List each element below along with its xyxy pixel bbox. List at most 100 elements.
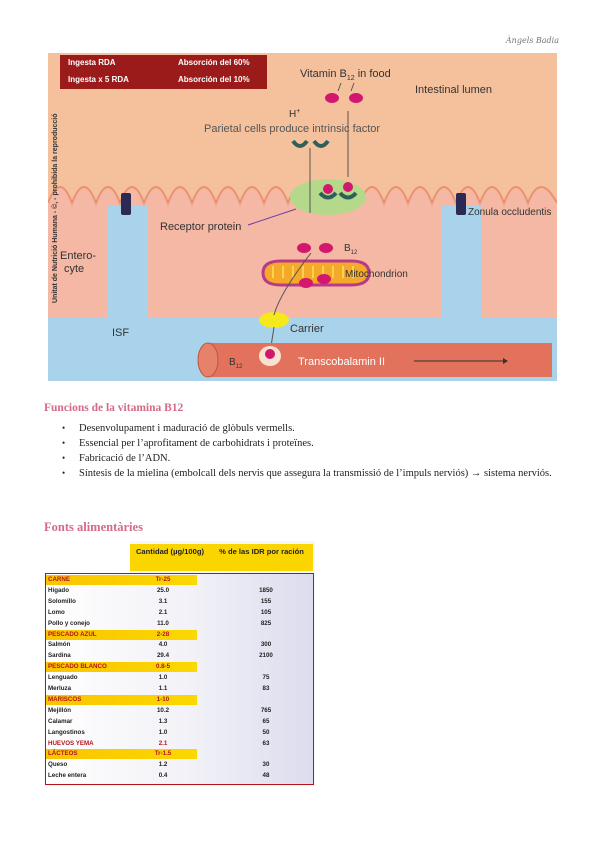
food-cell: Lenguado [48,674,78,682]
table-row: Mejillón 10.2 765 [46,706,312,716]
amount-cell: 11.0 [157,619,169,627]
b12-molecule [325,93,339,103]
rda5-label: Ingesta x 5 RDA [68,75,129,84]
idr-cell: 75 [262,674,270,682]
food-cell: Hígado [48,586,69,594]
enterocyte-label-1: Entero- [60,250,96,262]
category-name: PESCADO AZUL [48,630,97,638]
functions-title: Funcions de la vitamina B12 [44,402,184,414]
idr-cell: 300 [260,641,272,649]
food-cell: Queso [48,761,68,769]
header-idr: % de las IDR por ración [210,544,313,571]
amount-cell: 29.4 [156,652,170,660]
functions-list: Desenvolupament i maduració de glòbuls v… [62,421,562,481]
category-name: HUEVOS YEMA [48,739,94,747]
food-cell: Leche entera [48,772,87,780]
amount-cell: 3.1 [158,597,168,605]
food-cell: Langostinos [48,728,85,736]
b12-label: B12 [344,243,358,256]
category-range: Tr-1.5 [154,750,172,758]
amount-cell: 1.3 [158,717,168,725]
idr-cell: 765 [260,706,272,714]
food-cell: Mejillón [48,706,72,714]
rda-value: Absorción del 60% [178,58,250,67]
table-row: Lomo 2.1 105 [46,608,312,618]
mitochondrion-label: Mitochondrion [345,269,408,280]
author-signature: Àngels Badia [505,36,559,45]
sources-title: Fonts alimentàries [44,520,143,534]
copyright-side-text: Unitat de Nutrició Humana - ©, - prohibi… [51,113,59,303]
list-item: Desenvolupament i maduració de glòbuls v… [62,421,562,436]
b12-molecule [343,182,353,192]
amount-cell: 4.0 [158,641,168,649]
category-name: PESCADO BLANCO [48,663,107,671]
tight-junction-left [121,193,131,215]
amount-cell: 1.1 [158,685,168,692]
amount-cell: 1.2 [158,761,168,769]
carrier-label: Carrier [290,323,324,335]
list-item: Fabricació de l’ADN. [62,451,562,466]
idr-cell: 83 [262,685,270,692]
table-row: Sardina 29.4 2100 [46,651,312,661]
b12-molecule [349,93,363,103]
food-sources-table: Cantidad (µg/100g) % de las IDR por raci… [44,541,315,786]
table-row: Queso 1.2 30 [46,760,312,770]
list-item: Síntesis de la mielina (embolcall dels n… [62,466,562,481]
food-cell: Lomo [48,608,65,616]
zonula-label: Zonula occludentis [468,207,551,218]
idr-cell: 155 [260,597,272,605]
intrinsic-factor [312,139,330,148]
b12-molecule [299,278,313,288]
intestinal-lumen-label: Intestinal lumen [415,84,492,96]
b12-molecule [297,243,311,253]
idr-cell: 2100 [259,652,273,660]
idr-cell: 825 [260,619,272,627]
parietal-label: Parietal cells produce intrinsic factor [204,123,380,135]
idr-cell: 105 [260,608,272,616]
carrier [259,312,289,328]
receptor-label: Receptor protein [160,221,241,233]
enterocyte-label-2: cyte [64,263,84,275]
rda-label: Ingesta RDA [68,58,116,67]
rda-legend [60,55,267,89]
food-cell: Salmón [48,641,71,649]
category-range: 2-28 [156,630,170,638]
category-row: LÁCTEOS Tr-1.5 [46,749,197,760]
idr-cell: 50 [262,728,270,736]
amount-cell: 2.1 [158,608,168,616]
amount-cell: 0.4 [158,772,168,780]
category-row: CARNE Tr-25 [46,575,197,585]
food-cell: Sardina [48,652,71,660]
category-name: LÁCTEOS [48,750,78,758]
b12-absorption-diagram: Ingesta RDA Absorción del 60% Ingesta x … [48,53,557,381]
b12-vessel-label: B12 [229,357,243,370]
category-name: CARNE [48,576,71,583]
rda5-value: Absorción del 10% [178,75,250,84]
category-range: 0.8-5 [155,663,171,671]
b12-molecule [265,349,275,359]
b12-molecule [319,243,333,253]
list-item: Essencial per l’aprofitament de carbohid… [62,436,562,451]
b12-molecule [323,184,333,194]
idr-cell: 30 [262,761,270,769]
category-name: MARISCOS [48,695,82,703]
category-row: PESCADO AZUL 2-28 [46,629,197,640]
category-row: PESCADO BLANCO 0.8-5 [46,662,197,673]
isf-label: ISF [112,327,129,339]
category-range: Tr-25 [155,576,171,583]
category-range: 2.1 [158,739,168,747]
intercellular-space-left [108,205,148,365]
amount-cell: 10.2 [156,706,170,714]
header-amount: Cantidad (µg/100g) [130,544,210,571]
amount-cell: 25.0 [156,586,170,594]
vitamin-food-label: Vitamin B12 in food [300,68,391,82]
